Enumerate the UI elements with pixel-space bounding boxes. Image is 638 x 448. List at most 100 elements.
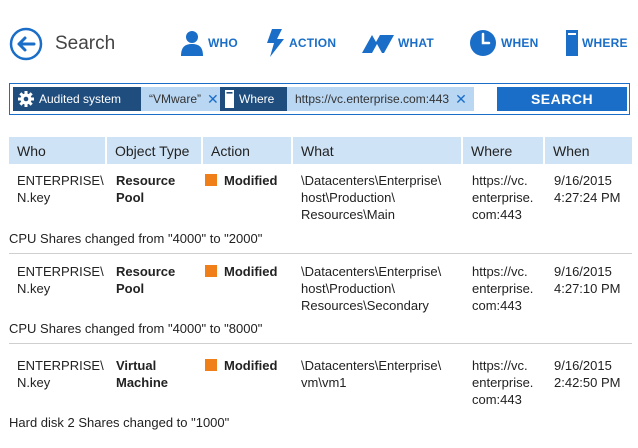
when-line: 9/16/2015 bbox=[554, 173, 612, 188]
row-divider bbox=[9, 343, 632, 344]
modified-status-icon bbox=[205, 174, 217, 186]
object-type-line: Virtual bbox=[116, 358, 157, 373]
table-row[interactable]: ENTERPRISE\ N.key Resource Pool Modified… bbox=[9, 172, 632, 252]
what-cell: \Datacenters\Enterprise\ vm\vm1 bbox=[301, 357, 441, 391]
column-header-action[interactable]: Action bbox=[203, 137, 291, 164]
nav-where[interactable]: WHERE bbox=[566, 28, 628, 58]
where-cell: https://vc. enterprise. com:443 bbox=[472, 172, 533, 223]
row-detail: CPU Shares changed from "4000" to "2000" bbox=[9, 231, 263, 246]
server-icon bbox=[566, 30, 578, 56]
when-line: 9/16/2015 bbox=[554, 264, 612, 279]
what-cell: \Datacenters\Enterprise\ host\Production… bbox=[301, 263, 441, 314]
what-line: host\Production\ bbox=[301, 281, 395, 296]
object-type-line: Machine bbox=[116, 375, 169, 390]
column-header-object-type[interactable]: Object Type bbox=[107, 137, 201, 164]
remove-filter-icon[interactable]: ✕ bbox=[207, 90, 219, 107]
shapes-icon bbox=[362, 35, 394, 53]
what-cell: \Datacenters\Enterprise\ host\Production… bbox=[301, 172, 441, 223]
object-type-cell: Resource Pool bbox=[116, 172, 175, 206]
filter-key-audited-system[interactable]: Audited system bbox=[13, 87, 141, 111]
action-label: Modified bbox=[224, 264, 278, 279]
who-cell: ENTERPRISE\ N.key bbox=[17, 263, 104, 297]
table-header: Who Object Type Action What Where When bbox=[9, 137, 632, 164]
modified-status-icon bbox=[205, 359, 217, 371]
person-icon bbox=[181, 31, 203, 56]
table-row[interactable]: ENTERPRISE\ N.key Virtual Machine Modifi… bbox=[9, 357, 632, 437]
who-line: ENTERPRISE\ bbox=[17, 264, 104, 279]
who-line: ENTERPRISE\ bbox=[17, 173, 104, 188]
where-line: https://vc. bbox=[472, 358, 528, 373]
filter-value-label: “VMware” bbox=[149, 92, 202, 106]
filter-key-label: Audited system bbox=[39, 92, 122, 106]
column-header-what[interactable]: What bbox=[293, 137, 461, 164]
column-header-when[interactable]: When bbox=[545, 137, 632, 164]
nav-action[interactable]: ACTION bbox=[265, 28, 336, 58]
remove-filter-icon[interactable]: ✕ bbox=[455, 90, 467, 107]
row-detail: CPU Shares changed from "4000" to "8000" bbox=[9, 321, 263, 336]
who-line: N.key bbox=[17, 190, 51, 205]
clock-icon bbox=[470, 30, 496, 56]
filter-key-label: Where bbox=[239, 92, 275, 106]
header: Search WHO ACTION WHAT WHEN WHERE bbox=[0, 0, 638, 78]
when-cell: 9/16/2015 2:42:50 PM bbox=[554, 357, 621, 391]
filter-key-where[interactable]: Where bbox=[220, 87, 297, 111]
what-line: \Datacenters\Enterprise\ bbox=[301, 173, 442, 188]
object-type-line: Resource bbox=[116, 173, 176, 188]
action-label: Modified bbox=[224, 173, 278, 188]
where-line: com:443 bbox=[472, 298, 522, 313]
object-type-line: Resource bbox=[116, 264, 176, 279]
what-line: Resources\Main bbox=[301, 207, 395, 222]
back-arrow-icon bbox=[9, 27, 43, 61]
nav-who-label: WHO bbox=[208, 36, 238, 50]
when-cell: 9/16/2015 4:27:10 PM bbox=[554, 263, 621, 297]
nav-who[interactable]: WHO bbox=[180, 28, 238, 58]
where-line: https://vc. bbox=[472, 264, 528, 279]
who-line: ENTERPRISE\ bbox=[17, 358, 104, 373]
nav-where-label: WHERE bbox=[582, 36, 628, 50]
row-divider bbox=[9, 253, 632, 254]
what-line: Resources\Secondary bbox=[301, 298, 429, 313]
where-line: enterprise. bbox=[472, 281, 534, 296]
who-line: N.key bbox=[17, 375, 51, 390]
search-button[interactable]: SEARCH bbox=[497, 87, 627, 111]
where-line: enterprise. bbox=[472, 375, 534, 390]
when-line: 9/16/2015 bbox=[554, 358, 612, 373]
where-line: com:443 bbox=[472, 207, 522, 222]
page-title: Search bbox=[55, 33, 116, 54]
gear-icon bbox=[18, 91, 34, 107]
lightning-icon bbox=[267, 29, 284, 57]
column-header-who[interactable]: Who bbox=[9, 137, 105, 164]
back-button[interactable] bbox=[9, 27, 43, 61]
where-line: com:443 bbox=[472, 392, 522, 407]
row-detail: Hard disk 2 Shares changed to "1000" bbox=[9, 415, 230, 430]
what-line: \Datacenters\Enterprise\ bbox=[301, 358, 442, 373]
action-cell: Modified bbox=[205, 172, 277, 189]
nav-when-label: WHEN bbox=[501, 36, 539, 50]
where-cell: https://vc. enterprise. com:443 bbox=[472, 263, 533, 314]
when-line: 4:27:24 PM bbox=[554, 190, 621, 205]
nav-when[interactable]: WHEN bbox=[469, 28, 538, 58]
object-type-line: Pool bbox=[116, 281, 145, 296]
server-icon bbox=[225, 90, 234, 108]
action-label: Modified bbox=[224, 358, 278, 373]
nav-what[interactable]: WHAT bbox=[362, 28, 434, 58]
action-cell: Modified bbox=[205, 263, 277, 280]
object-type-cell: Virtual Machine bbox=[116, 357, 168, 391]
filter-value-chip[interactable]: “VMware” ✕ bbox=[141, 87, 226, 111]
filter-bar[interactable]: Audited system “VMware” ✕ Where https://… bbox=[9, 83, 630, 115]
who-line: N.key bbox=[17, 281, 51, 296]
who-cell: ENTERPRISE\ N.key bbox=[17, 357, 104, 391]
what-line: host\Production\ bbox=[301, 190, 395, 205]
column-header-where[interactable]: Where bbox=[463, 137, 543, 164]
when-cell: 9/16/2015 4:27:24 PM bbox=[554, 172, 621, 206]
what-line: \Datacenters\Enterprise\ bbox=[301, 264, 442, 279]
when-line: 2:42:50 PM bbox=[554, 375, 621, 390]
object-type-line: Pool bbox=[116, 190, 145, 205]
where-cell: https://vc. enterprise. com:443 bbox=[472, 357, 533, 408]
table-row[interactable]: ENTERPRISE\ N.key Resource Pool Modified… bbox=[9, 263, 632, 343]
modified-status-icon bbox=[205, 265, 217, 277]
where-line: https://vc. bbox=[472, 173, 528, 188]
filter-value-chip[interactable]: https://vc.enterprise.com:443 ✕ bbox=[287, 87, 474, 111]
when-line: 4:27:10 PM bbox=[554, 281, 621, 296]
what-line: vm\vm1 bbox=[301, 375, 347, 390]
